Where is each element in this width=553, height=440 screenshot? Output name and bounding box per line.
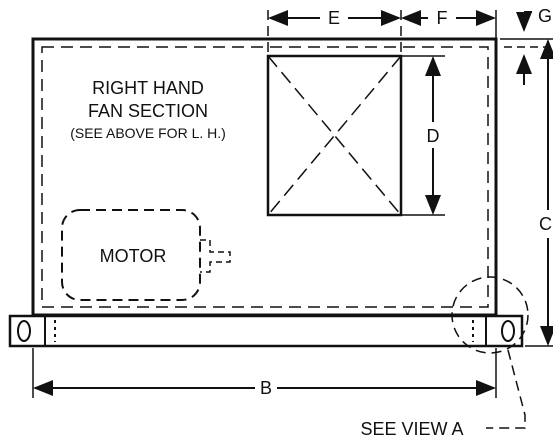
motor-label: MOTOR — [100, 246, 167, 266]
see-view-a-label: SEE VIEW A — [360, 419, 463, 439]
dim-e-label: E — [328, 8, 340, 28]
fan-opening-diagonal-1 — [267, 55, 402, 216]
right-mount-hole — [501, 320, 515, 342]
dim-g-label: G — [538, 6, 552, 26]
housing-inner-dashed — [41, 46, 489, 308]
motor-shaft — [200, 239, 231, 273]
section-title-line2: FAN SECTION — [88, 101, 208, 121]
left-mount-hole — [17, 320, 31, 342]
view-a-leader — [486, 349, 526, 429]
motor-outline — [61, 209, 201, 301]
view-a-circle — [451, 276, 529, 354]
dim-f-label: F — [437, 8, 448, 28]
section-title-line1: RIGHT HAND — [92, 78, 204, 98]
base-rail — [8, 314, 524, 348]
fan-opening-diagonal-2 — [267, 55, 402, 216]
dim-d-label: D — [427, 126, 440, 146]
dim-c-label: C — [539, 214, 552, 234]
section-title-line3: (SEE ABOVE FOR L. H.) — [70, 125, 226, 141]
fan-opening — [266, 54, 403, 217]
dim-b-label: B — [260, 378, 272, 398]
